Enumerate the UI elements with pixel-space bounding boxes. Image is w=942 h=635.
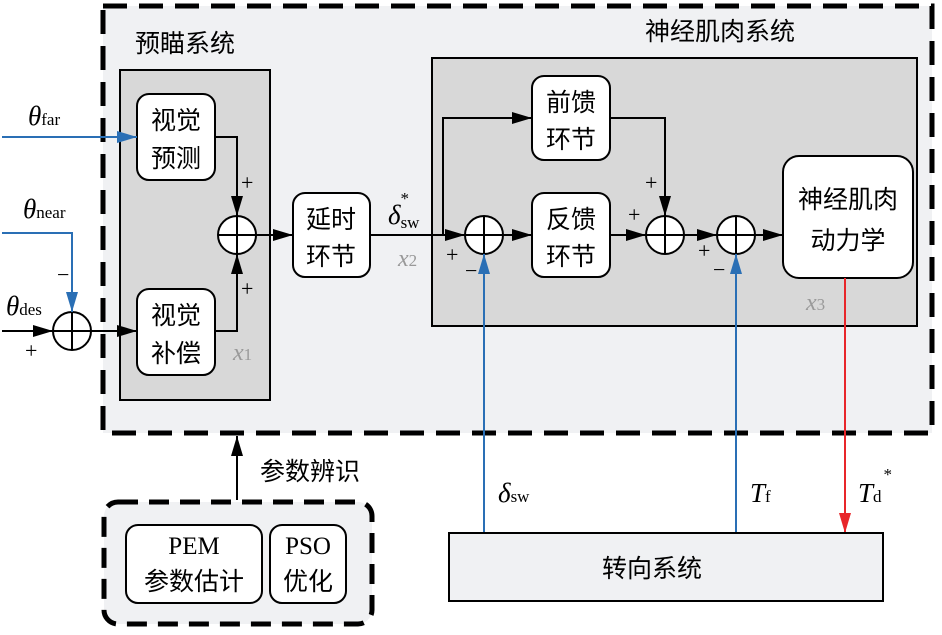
visual-compensation-line1: 视觉 [151, 301, 201, 330]
feedback-line1: 反馈 [546, 205, 596, 234]
theta-far-label: θfar [28, 101, 60, 131]
signal-lines-black [2, 112, 783, 500]
sign-fb-minus: − [465, 258, 477, 283]
delta-sw-star-label: δsw* [388, 189, 420, 232]
pso-line1: PSO [285, 533, 331, 560]
nm-dynamics-line2: 动力学 [810, 226, 885, 255]
pem-line1: PEM [168, 533, 219, 560]
feedback-line2: 环节 [546, 242, 596, 271]
feedforward-line1: 前馈 [546, 88, 596, 117]
sign-preview-bottom-plus: + [241, 276, 253, 301]
sign-preview-top-plus: + [241, 170, 253, 195]
pem-line2: 参数估计 [144, 567, 244, 596]
summer-torque [716, 215, 756, 255]
feedback-block: 反馈 环节 [531, 192, 611, 278]
t-f-label: Tf [750, 478, 771, 508]
delay-line2: 环节 [306, 242, 356, 271]
summer-ff-fb [645, 215, 685, 255]
theta-near-label: θnear [23, 194, 66, 224]
t-d-star-label: Td* [858, 465, 892, 508]
visual-prediction-line1: 视觉 [151, 106, 201, 135]
visual-compensation-line2: 补偿 [151, 339, 201, 368]
sign-labels: + − + + + − + + + − [25, 170, 725, 363]
neuromuscular-system-title: 神经肌肉系统 [645, 17, 795, 46]
feedforward-block: 前馈 环节 [531, 75, 611, 161]
sign-input-minus: − [57, 262, 69, 287]
pso-line2: 优化 [283, 567, 333, 596]
state-x3-label: x3 [805, 290, 825, 316]
visual-compensation-block: 视觉 补偿 [136, 288, 216, 376]
sign-fffb-plus: + [628, 202, 640, 227]
sign-ff-plus: + [645, 170, 657, 195]
summer-input [52, 311, 92, 351]
summer-preview [217, 215, 257, 255]
signal-lines-blue [2, 131, 742, 538]
steering-system-label: 转向系统 [602, 554, 702, 583]
preview-system-title: 预瞄系统 [135, 29, 235, 58]
pso-block: PSO 优化 [269, 524, 347, 604]
visual-prediction-block: 视觉 预测 [136, 93, 216, 181]
neuromuscular-dynamics-block: 神经肌肉 动力学 [782, 155, 914, 279]
state-x1-label: x1 [232, 340, 252, 366]
pem-block: PEM 参数估计 [125, 524, 263, 604]
delay-block: 延时 环节 [292, 192, 371, 278]
sign-torque-minus: − [713, 257, 725, 282]
visual-prediction-line2: 预测 [151, 144, 201, 173]
sign-input-plus: + [25, 338, 37, 363]
state-x2-label: x2 [397, 246, 417, 272]
param-identification-label: 参数辨识 [260, 457, 360, 486]
sign-torque-plus: + [698, 238, 710, 263]
feedforward-line2: 环节 [546, 125, 596, 154]
delta-sw-label: δsw [498, 478, 530, 508]
steering-system-block: 转向系统 [448, 532, 884, 602]
sign-fb-plus: + [446, 242, 458, 267]
nm-dynamics-line1: 神经肌肉 [798, 185, 898, 214]
delay-line1: 延时 [306, 205, 356, 234]
summer-feedback [464, 215, 504, 255]
theta-des-label: θdes [6, 291, 42, 321]
